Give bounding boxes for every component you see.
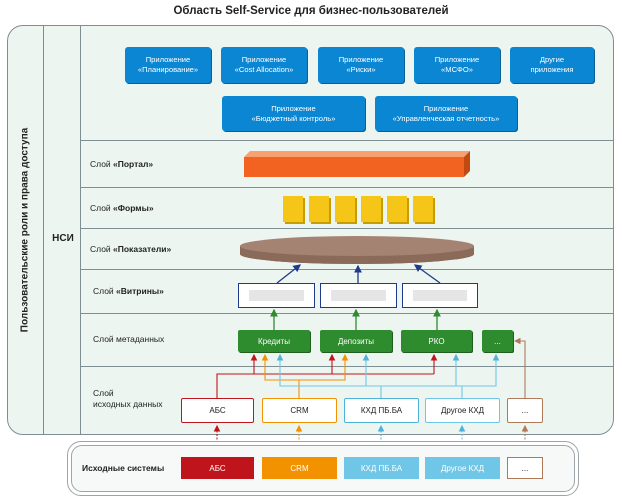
- layer-portal-label: Слой «Портал»: [90, 159, 153, 170]
- metadata-more: ...: [482, 330, 513, 352]
- source-crm: CRM: [262, 398, 337, 423]
- layer-marts-prefix: Слой: [93, 286, 117, 296]
- indicators-disk: [240, 236, 474, 264]
- source-more: ...: [507, 398, 543, 423]
- layer-indicators-prefix: Слой: [90, 244, 114, 254]
- system-crm: CRM: [262, 457, 337, 479]
- source-abs: АБС: [181, 398, 254, 423]
- app-planning: Приложение«Планирование»: [125, 47, 211, 83]
- system-more: ...: [507, 457, 543, 479]
- separator-indicators: [81, 269, 614, 270]
- form-card: [413, 196, 433, 222]
- form-card: [387, 196, 407, 222]
- layer-marts-label: Слой «Витрины»: [93, 286, 164, 297]
- system-abs: АБС: [181, 457, 254, 479]
- layer-indicators-name: «Показатели»: [113, 244, 172, 254]
- layer-forms-name: «Формы»: [113, 203, 154, 213]
- app-cost-allocation-line2: «Cost Allocation»: [234, 65, 294, 74]
- form-card: [309, 196, 329, 222]
- layer-source-line2: исходных данных: [93, 399, 163, 409]
- app-cost-allocation-line1: Приложение: [241, 55, 287, 64]
- app-risks: Приложение«Риски»: [318, 47, 404, 83]
- app-management-reporting-line1: Приложение: [423, 103, 469, 113]
- layer-portal-name: «Портал»: [113, 159, 154, 169]
- form-card: [283, 196, 303, 222]
- layer-marts-name: «Витрины»: [116, 286, 164, 296]
- app-budget-control-line1: Приложение: [271, 103, 316, 113]
- separator-portal: [81, 187, 614, 188]
- app-planning-line1: Приложение: [145, 55, 191, 64]
- separator-forms: [81, 228, 614, 229]
- app-budget-control: Приложение«Бюджетный контроль»: [222, 96, 365, 131]
- app-budget-control-line2: «Бюджетный контроль»: [251, 113, 336, 123]
- app-planning-line2: «Планирование»: [137, 65, 199, 74]
- data-mart-box: [402, 283, 478, 308]
- app-ifrs-line1: Приложение: [434, 55, 480, 64]
- metadata-credits: Кредиты: [238, 330, 310, 352]
- roles-column: [7, 25, 44, 435]
- app-other-line1: Другие: [539, 55, 565, 64]
- layer-forms-label: Слой «Формы»: [90, 203, 154, 214]
- separator-apps: [81, 140, 614, 141]
- layer-source-line1: Слой: [93, 388, 114, 398]
- app-risks-line1: Приложение: [338, 55, 384, 64]
- nsi-column: [44, 25, 81, 435]
- app-risks-line2: «Риски»: [346, 65, 376, 74]
- form-card: [361, 196, 381, 222]
- app-ifrs-line2: «МСФО»: [441, 65, 473, 74]
- source-other-dwh: Другое КХД: [425, 398, 500, 423]
- system-dwh-pb: КХД ПБ.БА: [344, 457, 419, 479]
- app-other-line2: приложения: [530, 65, 574, 74]
- source-systems-label: Исходные системы: [82, 463, 165, 473]
- form-card: [335, 196, 355, 222]
- data-mart-box: [320, 283, 397, 308]
- separator-metadata: [81, 366, 614, 367]
- app-ifrs: Приложение«МСФО»: [414, 47, 500, 83]
- nsi-label: НСИ: [52, 233, 74, 244]
- system-other-dwh: Другое КХД: [425, 457, 500, 479]
- metadata-rko: РКО: [401, 330, 472, 352]
- separator-marts: [81, 313, 614, 314]
- app-management-reporting: Приложение«Управленческая отчетность»: [375, 96, 517, 131]
- data-mart-box: [238, 283, 315, 308]
- app-management-reporting-line2: «Управленческая отчетность»: [392, 113, 500, 123]
- metadata-deposits: Депозиты: [320, 330, 392, 352]
- layer-metadata-label: Слой метаданных: [93, 334, 165, 344]
- source-dwh-pb: КХД ПБ.БА: [344, 398, 419, 423]
- diagram-title: Область Self-Service для бизнес-пользова…: [173, 5, 449, 17]
- layer-indicators-label: Слой «Показатели»: [90, 244, 171, 255]
- portal-block: [244, 151, 470, 177]
- app-cost-allocation: Приложение«Cost Allocation»: [221, 47, 307, 83]
- layer-forms-prefix: Слой: [90, 203, 114, 213]
- layer-portal-prefix: Слой: [90, 159, 114, 169]
